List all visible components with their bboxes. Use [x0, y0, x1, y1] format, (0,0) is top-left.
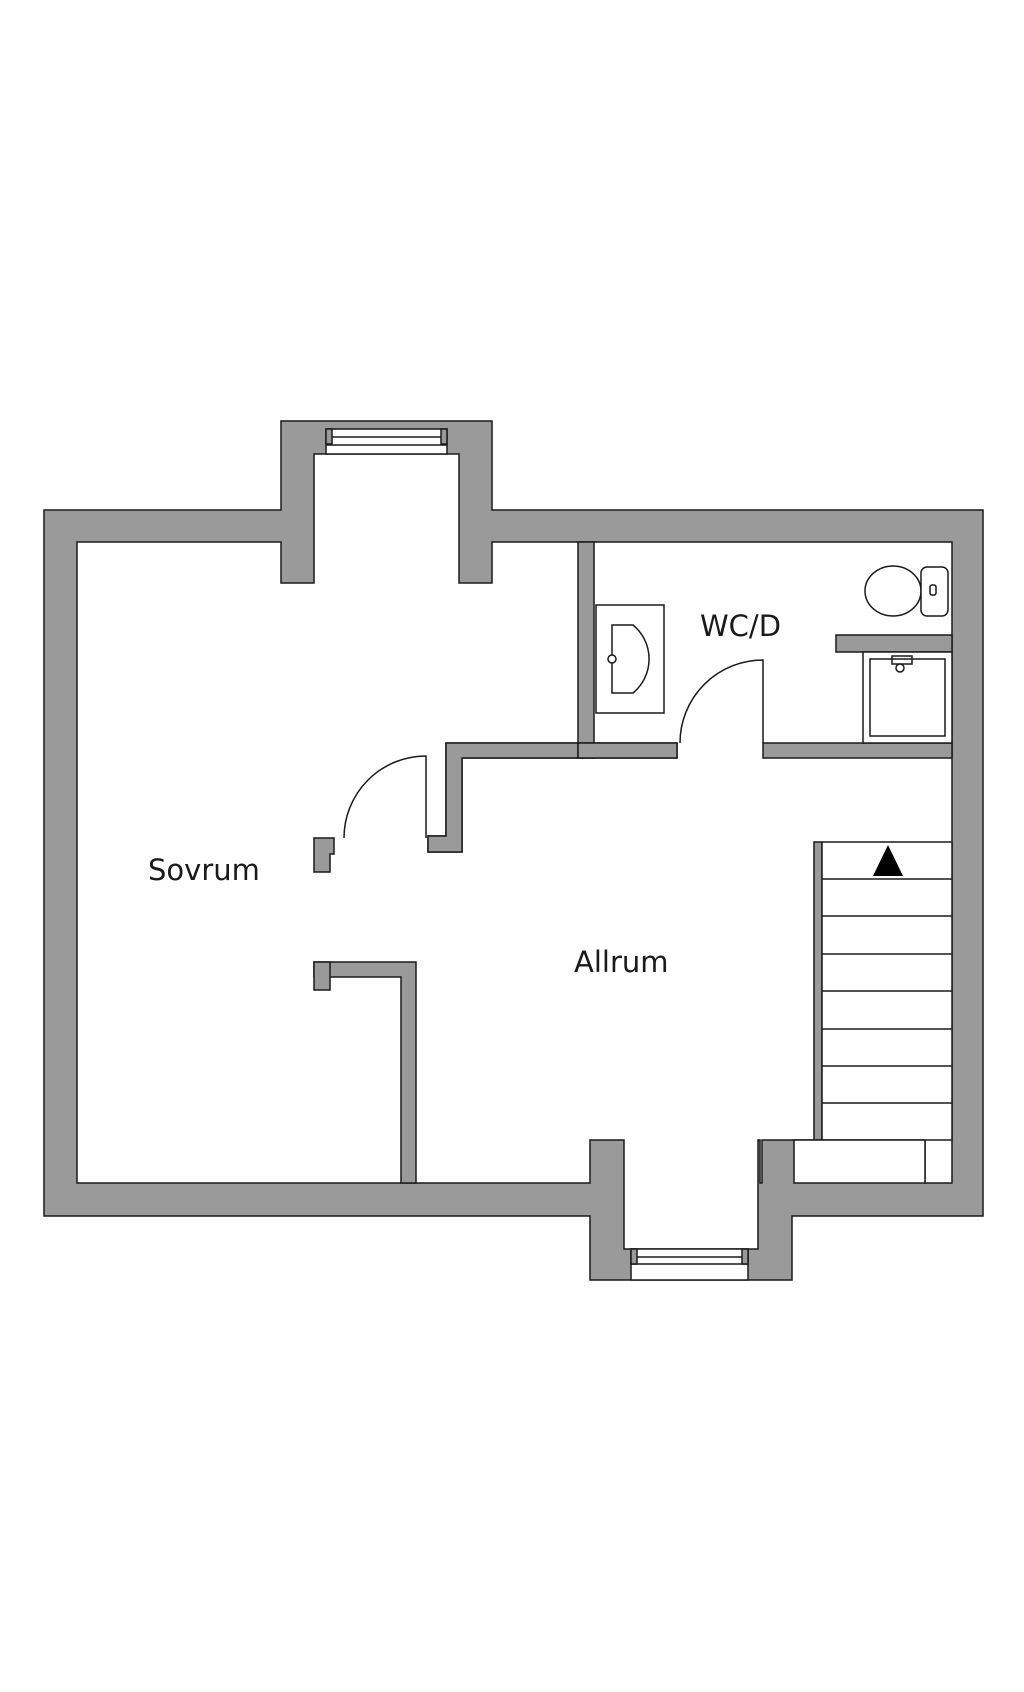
sink-icon	[595, 604, 665, 714]
staircase	[821, 841, 953, 1141]
room-label-wc: WC/D	[700, 609, 781, 643]
partition-wall-door-stub-upper	[313, 837, 335, 873]
partition-wall-sovrum-east	[313, 961, 417, 1184]
window-south	[630, 1248, 749, 1281]
door-swing-wc	[679, 659, 764, 744]
door-swing-sovrum	[343, 755, 427, 839]
partition-wall-wc-west	[577, 541, 595, 759]
partition-wall-wc-south-west	[577, 742, 678, 759]
window-north	[325, 428, 448, 455]
partition-wall-door-stub-lower	[313, 961, 331, 991]
room-label-allrum: Allrum	[574, 945, 669, 979]
stair-partition-wall	[813, 841, 823, 1141]
toilet-icon	[864, 565, 949, 617]
shower-icon	[862, 651, 953, 744]
partition-wall-north-allrum-stub	[427, 742, 579, 853]
partition-wall-north-allrum	[427, 742, 678, 853]
partition-wall-wc-south-east	[762, 742, 953, 759]
stair-direction-arrow-icon	[873, 845, 903, 876]
stair-landing	[793, 1139, 926, 1184]
room-label-sovrum: Sovrum	[148, 853, 260, 887]
partition-wall-wc-shelf	[835, 634, 953, 653]
